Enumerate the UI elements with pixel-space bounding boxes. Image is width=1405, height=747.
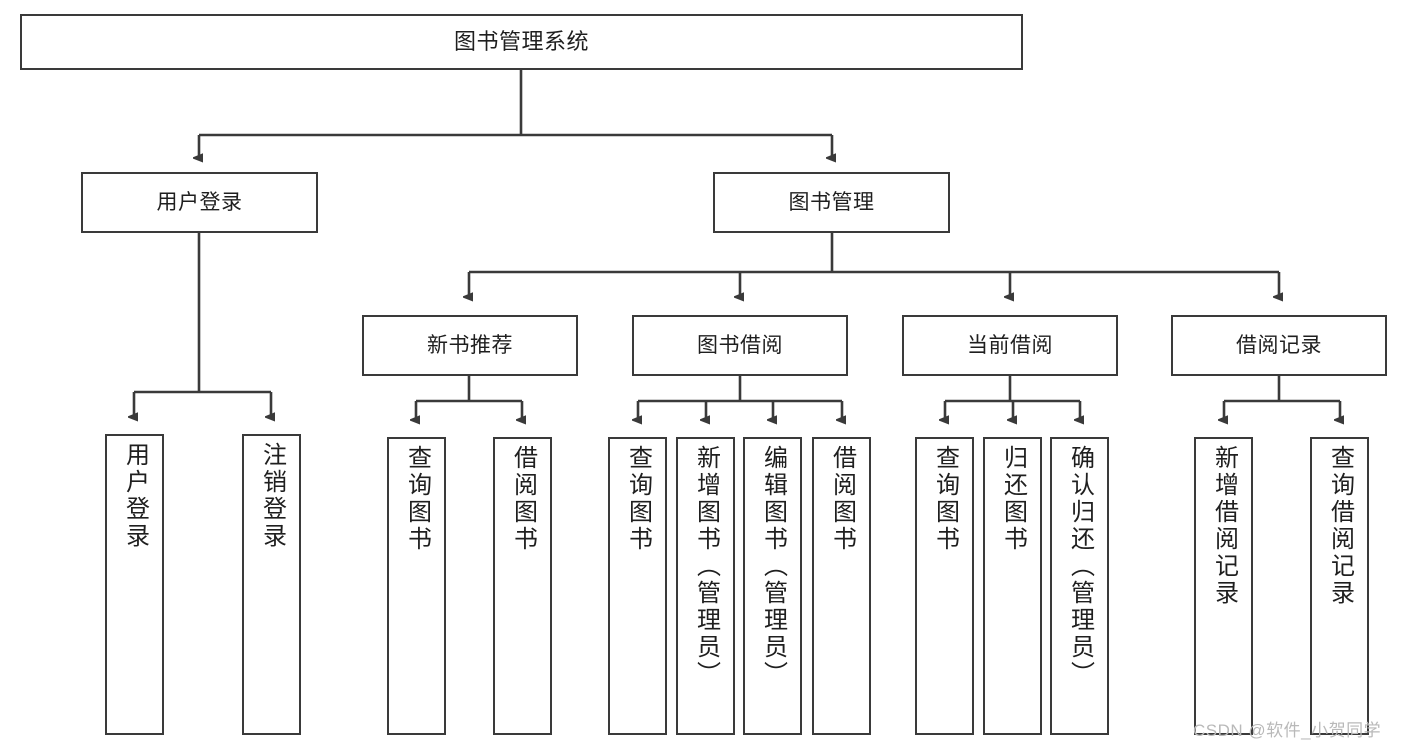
node-leaf-borrow-book[interactable]: 借阅图书 [812,437,871,735]
node-label: 新增借阅记录 [1210,445,1238,607]
node-label: 查询图书 [931,445,959,553]
node-root-book-management-system[interactable]: 图书管理系统 [20,14,1023,70]
node-label: 查询图书 [403,445,431,553]
node-label: 新增图书（管理员） [692,445,720,688]
node-label: 图书借阅 [697,333,783,357]
node-label: 借阅图书 [828,445,856,553]
node-label: 当前借阅 [967,333,1053,357]
node-leaf-add-borrow-record[interactable]: 新增借阅记录 [1194,437,1253,735]
node-leaf-user-login[interactable]: 用户登录 [105,434,164,735]
node-label: 用户登录 [121,442,149,550]
node-leaf-query-book-borrow[interactable]: 查询图书 [608,437,667,735]
node-current-borrow[interactable]: 当前借阅 [902,315,1118,376]
node-label: 查询借阅记录 [1326,445,1354,607]
node-label: 借阅记录 [1236,333,1322,357]
node-book-borrow[interactable]: 图书借阅 [632,315,848,376]
node-user-login[interactable]: 用户登录 [81,172,318,233]
node-leaf-query-book-current[interactable]: 查询图书 [915,437,974,735]
node-label: 查询图书 [624,445,652,553]
node-label: 确认归还（管理员） [1066,445,1094,688]
node-label: 用户登录 [156,190,243,214]
node-leaf-query-borrow-record[interactable]: 查询借阅记录 [1310,437,1369,735]
node-leaf-confirm-return[interactable]: 确认归还（管理员） [1050,437,1109,735]
node-borrow-record[interactable]: 借阅记录 [1171,315,1387,376]
node-label: 归还图书 [999,445,1027,553]
node-label: 借阅图书 [509,445,537,553]
node-label: 图书管理 [788,190,875,214]
node-label: 注销登录 [258,442,286,550]
node-book-management[interactable]: 图书管理 [713,172,950,233]
watermark-csdn: CSDN @软件_小贺同学 [1193,721,1382,740]
node-leaf-add-book[interactable]: 新增图书（管理员） [676,437,735,735]
node-label: 图书管理系统 [453,28,589,54]
node-new-book-recommend[interactable]: 新书推荐 [362,315,578,376]
node-leaf-borrow-book-recommend[interactable]: 借阅图书 [493,437,552,735]
node-leaf-return-book[interactable]: 归还图书 [983,437,1042,735]
node-leaf-edit-book[interactable]: 编辑图书（管理员） [743,437,802,735]
node-label: 编辑图书（管理员） [759,445,787,688]
node-label: 新书推荐 [427,333,513,357]
node-leaf-logout[interactable]: 注销登录 [242,434,301,735]
node-leaf-query-book-recommend[interactable]: 查询图书 [387,437,446,735]
